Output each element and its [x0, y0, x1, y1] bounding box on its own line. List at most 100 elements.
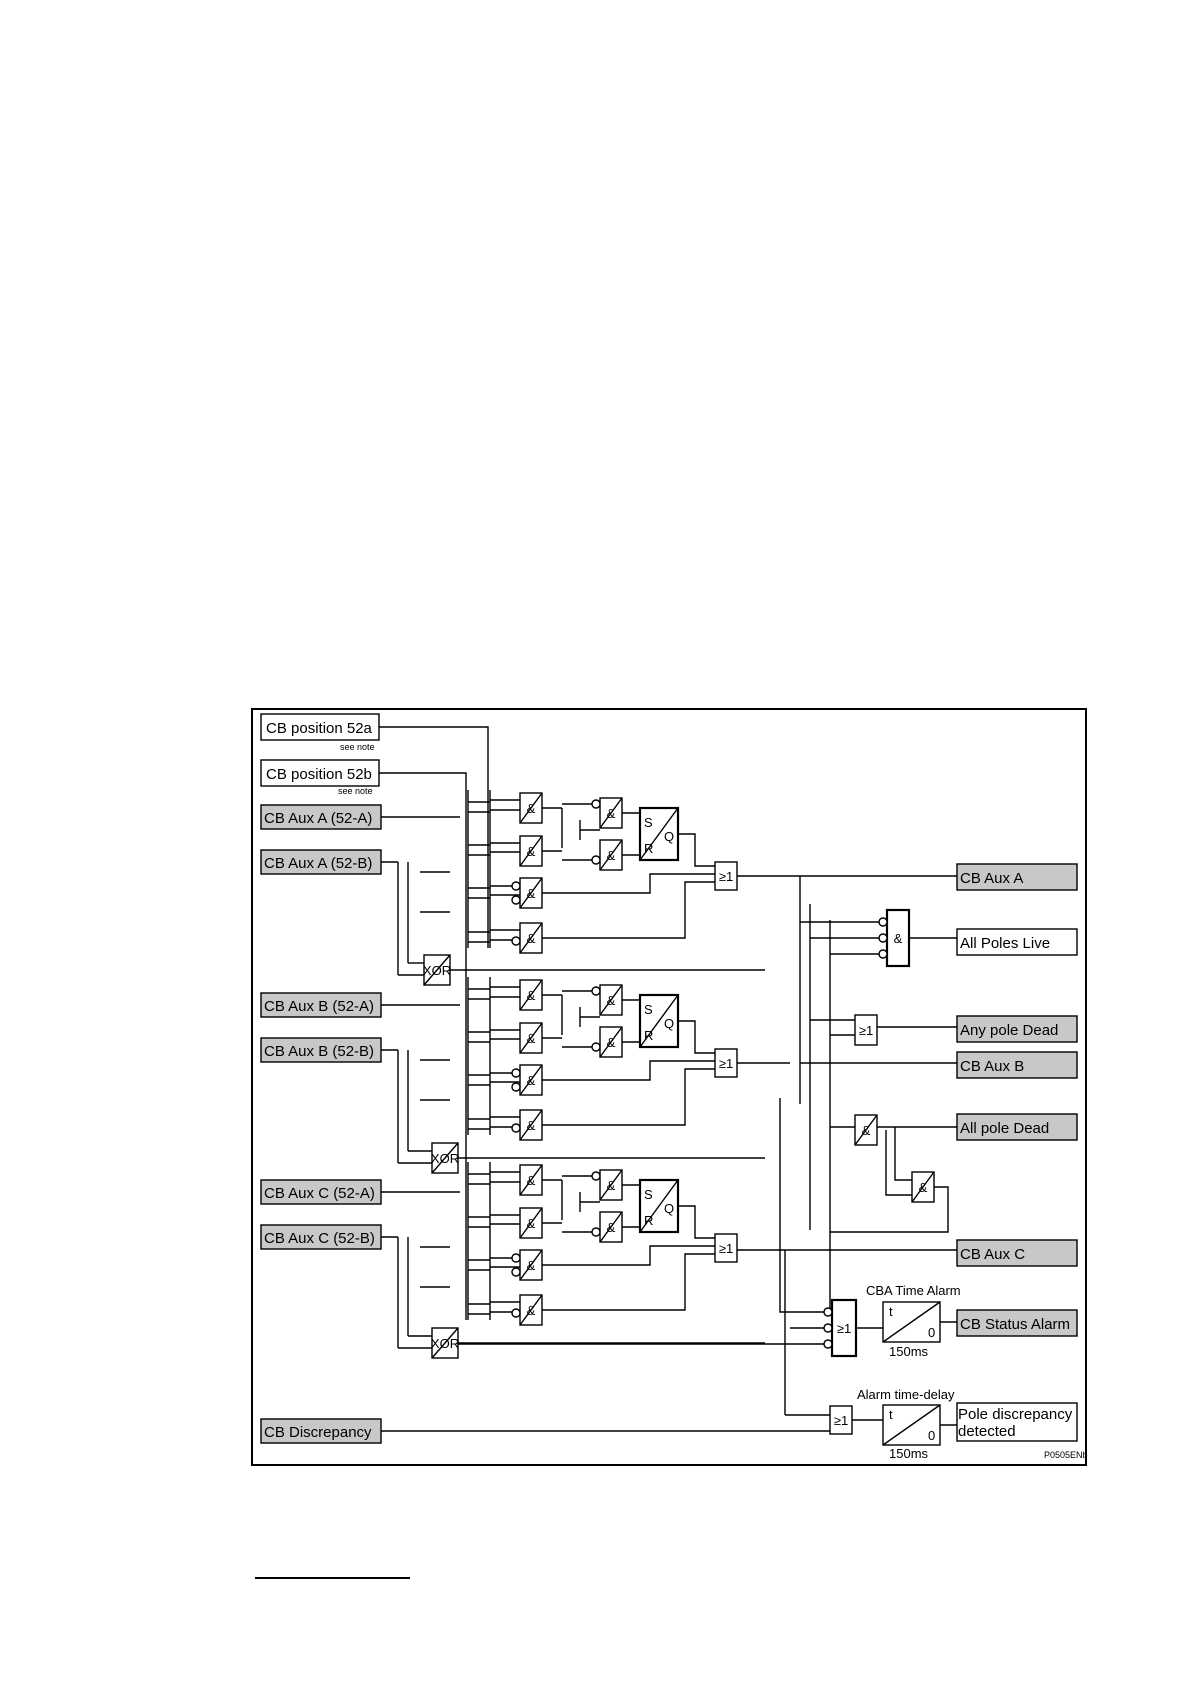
and-gate-a-1: & — [519, 792, 543, 824]
alarm-timer: t 0 — [882, 1404, 941, 1446]
inversion-bubble — [591, 986, 601, 996]
svg-text:CB Aux C (52-B): CB Aux C (52-B) — [264, 1230, 375, 1247]
svg-text:&: & — [527, 1173, 536, 1188]
svg-text:detected: detected — [958, 1423, 1016, 1440]
output-cb-aux-b: CB Aux B — [956, 1051, 1078, 1079]
svg-text:CB position 52b: CB position 52b — [266, 766, 372, 783]
or-gate-status: ≥1 — [830, 1298, 858, 1358]
svg-text:&: & — [607, 848, 616, 863]
inversion-bubble — [823, 1323, 833, 1333]
cba-time-alarm-title: CBA Time Alarm — [866, 1283, 961, 1298]
and-gate-c-4: & — [519, 1294, 543, 1326]
input-cb-aux-a-52a: CB Aux A (52-A) — [260, 804, 382, 830]
and-gate-all-dead-2: & — [911, 1171, 935, 1203]
svg-text:R: R — [644, 1028, 653, 1043]
xor-gate-b: XOR — [431, 1142, 459, 1174]
sr-latch-c: SRQ — [638, 1178, 680, 1234]
inversion-bubble — [511, 1308, 521, 1318]
svg-text:XOR: XOR — [431, 1151, 459, 1166]
svg-text:CB Aux A: CB Aux A — [960, 870, 1023, 887]
cba-delay-label: 150ms — [889, 1344, 929, 1359]
svg-text:&: & — [607, 993, 616, 1008]
svg-text:CB Aux B (52-A): CB Aux B (52-A) — [264, 998, 374, 1015]
svg-text:&: & — [527, 1303, 536, 1318]
svg-text:CB Aux A (52-A): CB Aux A (52-A) — [264, 810, 372, 827]
wire — [830, 1186, 949, 1233]
inversion-bubble — [511, 1253, 521, 1263]
and-gate-b-3: & — [519, 1064, 543, 1096]
svg-text:Q: Q — [664, 1016, 674, 1031]
and-gate-all-live: & — [885, 908, 911, 968]
and-gate-b-5: & — [599, 984, 623, 1016]
alarm-time-delay-title: Alarm time-delay — [857, 1387, 955, 1402]
wire — [542, 1068, 715, 1126]
inversion-bubble — [591, 1042, 601, 1052]
svg-text:&: & — [527, 931, 536, 946]
svg-text:S: S — [644, 815, 653, 830]
svg-text:R: R — [644, 1213, 653, 1228]
and-gate-a-6: & — [599, 839, 623, 871]
svg-text:&: & — [919, 1180, 928, 1195]
or-gate-a: ≥1 — [714, 861, 738, 891]
svg-text:&: & — [607, 1220, 616, 1235]
svg-text:&: & — [894, 931, 903, 946]
wire — [894, 1127, 912, 1181]
xor-gate-c: XOR — [431, 1327, 459, 1359]
svg-text:Any pole Dead: Any pole Dead — [960, 1022, 1058, 1039]
inversion-bubble — [511, 1082, 521, 1092]
inversion-bubble — [511, 881, 521, 891]
input-cb-aux-a-52b: CB Aux A (52-B) — [260, 849, 382, 875]
wire — [542, 1245, 715, 1266]
svg-text:≥1: ≥1 — [719, 1241, 733, 1256]
inversion-bubble — [823, 1339, 833, 1349]
svg-text:≥1: ≥1 — [719, 869, 733, 884]
svg-text:CB Aux C: CB Aux C — [960, 1246, 1025, 1263]
svg-text:CB Aux B: CB Aux B — [960, 1058, 1024, 1075]
input-cb-aux-b-52b: CB Aux B (52-B) — [260, 1037, 382, 1063]
output-cb-aux-c: CB Aux C — [956, 1239, 1078, 1267]
output-pole-discrepancy-detected: Pole discrepancy detected — [956, 1402, 1078, 1442]
svg-text:S: S — [644, 1002, 653, 1017]
svg-text:S: S — [644, 1187, 653, 1202]
and-gate-c-3: & — [519, 1249, 543, 1281]
or-gate-b: ≥1 — [714, 1048, 738, 1078]
wire — [542, 1253, 715, 1311]
and-gate-b-6: & — [599, 1026, 623, 1058]
sr-latch-b: SRQ — [638, 993, 680, 1049]
svg-text:&: & — [527, 844, 536, 859]
output-cb-aux-a: CB Aux A — [956, 863, 1078, 891]
input-cb-discrepancy: CB Discrepancy — [260, 1418, 382, 1444]
svg-text:0: 0 — [928, 1325, 935, 1340]
input-cb-aux-c-52b: CB Aux C (52-B) — [260, 1224, 382, 1250]
see-note-label: see note — [340, 742, 375, 752]
inversion-bubble — [878, 949, 888, 959]
wire — [379, 726, 489, 948]
or-gate-discrepancy: ≥1 — [829, 1405, 853, 1435]
and-gate-a-3: & — [519, 877, 543, 909]
inversion-bubble — [511, 895, 521, 905]
inversion-bubble — [511, 1123, 521, 1133]
inversion-bubble — [823, 1307, 833, 1317]
svg-text:0: 0 — [928, 1428, 935, 1443]
and-gate-c-6: & — [599, 1211, 623, 1243]
svg-text:Q: Q — [664, 829, 674, 844]
inversion-bubble — [591, 855, 601, 865]
input-cb-position-52b: CB position 52b — [260, 759, 380, 787]
footnote-rule — [255, 1577, 410, 1579]
wire — [542, 873, 715, 894]
and-gate-a-4: & — [519, 922, 543, 954]
svg-text:&: & — [527, 886, 536, 901]
and-gate-b-1: & — [519, 979, 543, 1011]
alarm-delay-label: 150ms — [889, 1446, 929, 1461]
svg-text:&: & — [862, 1123, 871, 1138]
svg-text:t: t — [889, 1304, 893, 1319]
input-cb-aux-b-52a: CB Aux B (52-A) — [260, 992, 382, 1018]
svg-text:R: R — [644, 841, 653, 856]
wire — [779, 1098, 828, 1313]
svg-text:≥1: ≥1 — [837, 1321, 851, 1336]
output-all-pole-dead: All pole Dead — [956, 1113, 1078, 1141]
or-gate-any-dead: ≥1 — [854, 1014, 878, 1046]
wire — [542, 1060, 715, 1081]
svg-text:CB Aux C (52-A): CB Aux C (52-A) — [264, 1185, 375, 1202]
figure-reference: P0505ENb — [1044, 1450, 1088, 1460]
